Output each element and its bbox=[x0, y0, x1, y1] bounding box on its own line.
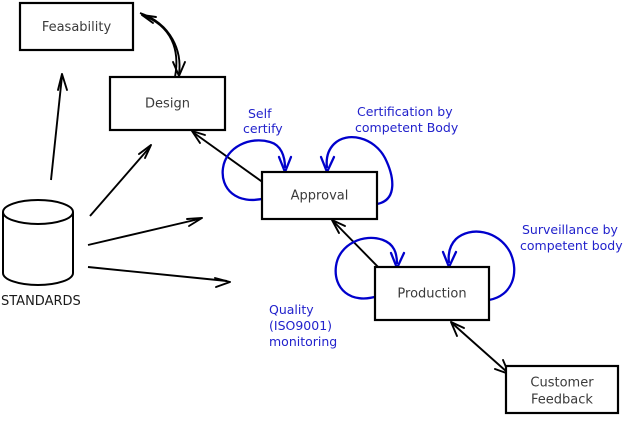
loop-quality-monitoring bbox=[334, 236, 406, 300]
edge-feasability-to-design bbox=[139, 12, 186, 77]
node-production-label: Production bbox=[397, 287, 466, 302]
edge-standards-to-production bbox=[87, 266, 231, 288]
annotation-certification-line-2: competent Body bbox=[355, 120, 459, 135]
edge-standards-to-feasability bbox=[50, 73, 68, 181]
node-production[interactable]: Production bbox=[373, 265, 491, 322]
node-feasability[interactable]: Feasability bbox=[18, 1, 135, 52]
node-design-label: Design bbox=[145, 97, 190, 112]
node-standards-label: STANDARDS bbox=[1, 294, 81, 309]
annotation-self-certify-line-1: Self bbox=[248, 106, 272, 121]
node-approval[interactable]: Approval bbox=[260, 170, 379, 221]
annotation-self-certify: Self certify bbox=[243, 106, 283, 136]
edge-production-to-approval bbox=[331, 219, 384, 273]
loop-certification bbox=[319, 136, 394, 206]
annotation-certification: Certification by competent Body bbox=[355, 104, 459, 135]
node-design[interactable]: Design bbox=[108, 75, 227, 132]
annotation-surveillance-line-2: competent body bbox=[520, 238, 623, 253]
loop-self-certify bbox=[221, 139, 293, 201]
annotation-certification-line-1: Certification by bbox=[357, 104, 453, 119]
edge-approval-to-design bbox=[191, 130, 269, 187]
loop-surveillance bbox=[441, 230, 516, 302]
node-approval-label: Approval bbox=[291, 189, 349, 204]
annotation-quality-monitoring-line-2: (ISO9001) bbox=[269, 318, 332, 333]
annotation-surveillance-line-1: Surveillance by bbox=[522, 222, 619, 237]
node-customer-feedback-label-line-2: Feedback bbox=[531, 393, 593, 408]
edge-standards-to-approval bbox=[87, 217, 203, 246]
edge-standards-to-design bbox=[89, 144, 152, 217]
edge-feedback-to-production bbox=[450, 321, 510, 375]
annotation-quality-monitoring: Quality (ISO9001) monitoring bbox=[269, 302, 337, 349]
annotation-self-certify-line-2: certify bbox=[243, 121, 283, 136]
node-customer-feedback-label-line-1: Customer bbox=[530, 376, 594, 391]
annotation-quality-monitoring-line-1: Quality bbox=[269, 302, 314, 317]
annotation-surveillance: Surveillance by competent body bbox=[520, 222, 623, 253]
annotation-quality-monitoring-line-3: monitoring bbox=[269, 334, 337, 349]
node-customer-feedback[interactable]: Customer Feedback bbox=[504, 364, 620, 415]
node-feasability-label: Feasability bbox=[42, 20, 112, 35]
node-standards[interactable]: STANDARDS bbox=[1, 199, 81, 309]
